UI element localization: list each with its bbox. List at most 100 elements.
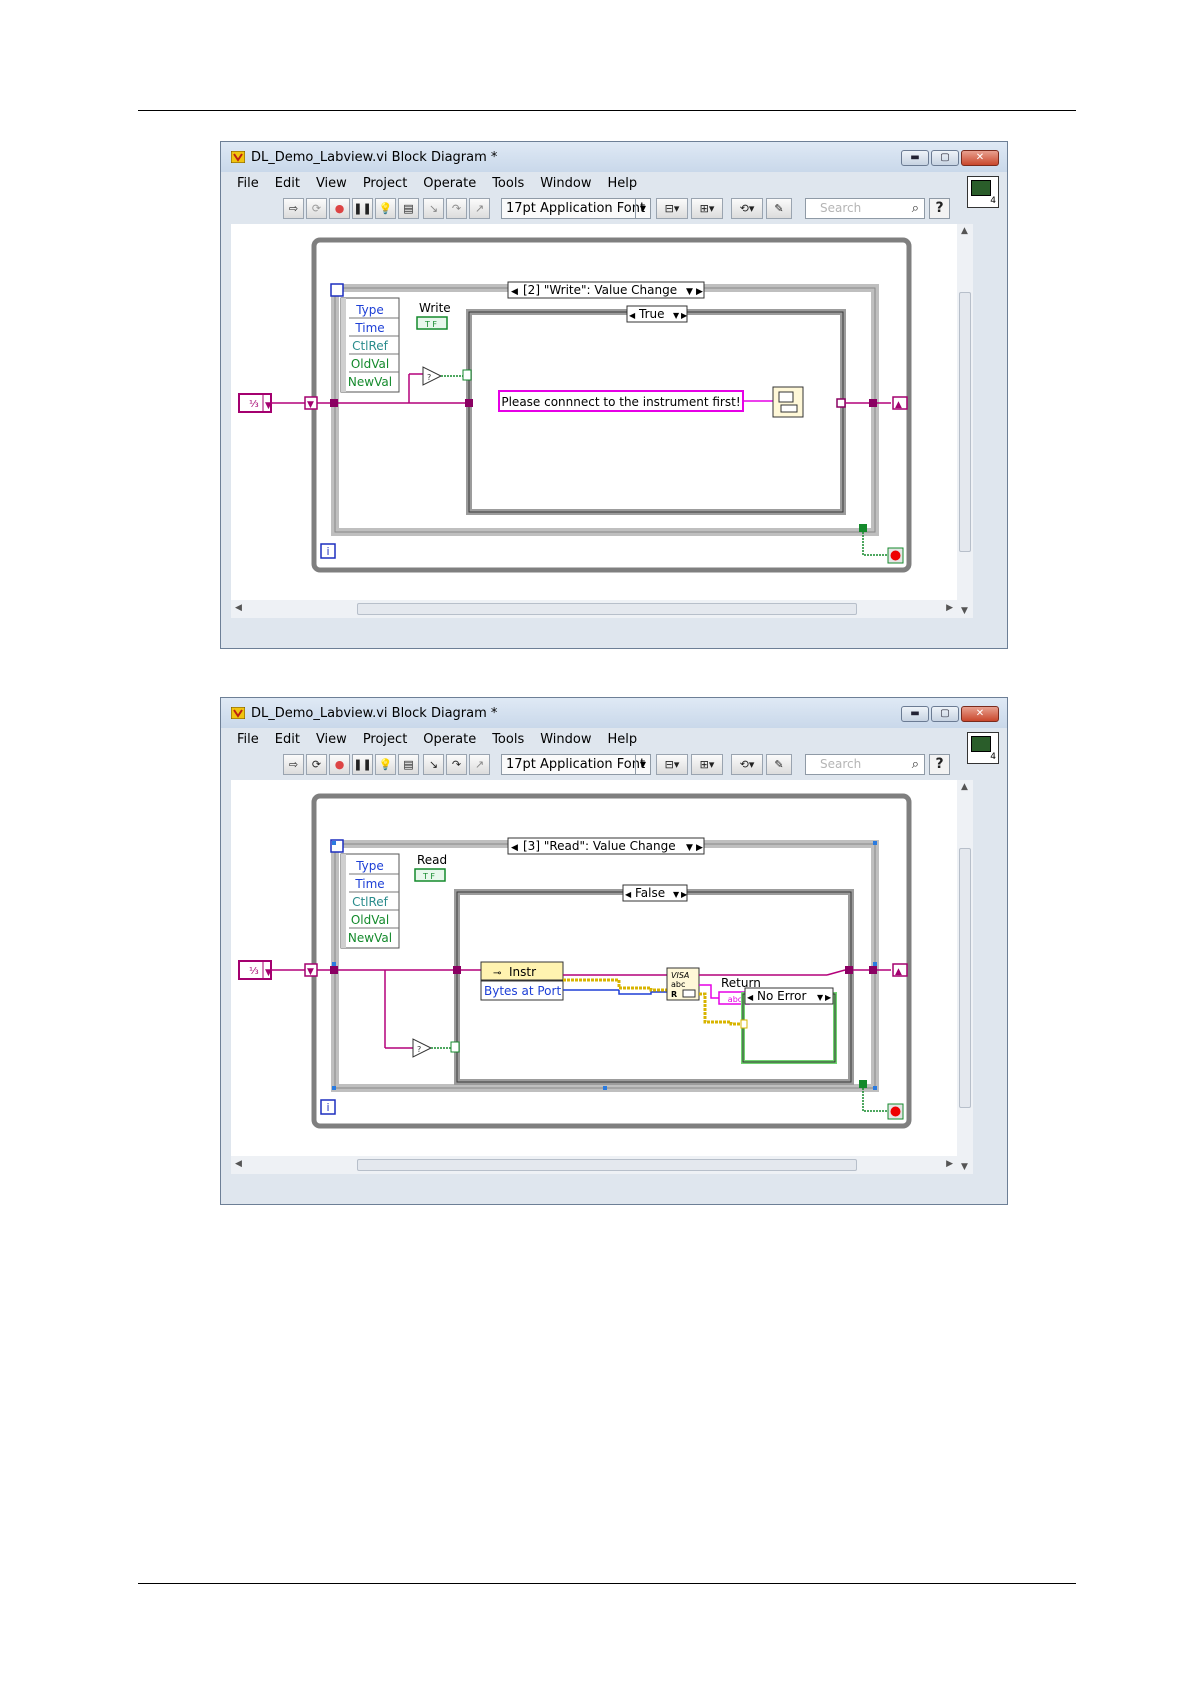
event-next-icon[interactable]: ▶ xyxy=(696,843,703,853)
menu-file[interactable]: File xyxy=(237,176,259,191)
scroll-up-icon[interactable]: ▲ xyxy=(961,226,968,236)
maximize-button[interactable]: ▢ xyxy=(931,150,959,166)
scroll-up-icon[interactable]: ▲ xyxy=(961,782,968,792)
selection-handle[interactable] xyxy=(603,1086,607,1090)
close-button[interactable]: ✕ xyxy=(961,150,999,166)
retain-wire-values-icon[interactable]: ▤ xyxy=(398,198,419,219)
diagram-canvas[interactable]: i [2] "Write": Value Change ◀ ▼ ▶ Type T… xyxy=(231,224,957,600)
case-dropdown-icon[interactable]: ▼ xyxy=(673,890,680,899)
run-continuous-icon[interactable]: ⟳ xyxy=(306,198,327,219)
menu-help[interactable]: Help xyxy=(607,176,638,191)
menu-project[interactable]: Project xyxy=(362,732,408,747)
vertical-scrollbar[interactable]: ▲▼ xyxy=(957,780,973,1174)
scroll-down-icon[interactable]: ▼ xyxy=(961,606,968,616)
font-selector[interactable]: 17pt Application Font▼ xyxy=(501,198,651,219)
highlight-execution-icon[interactable]: 💡 xyxy=(375,198,396,219)
search-input[interactable]: Search⌕ xyxy=(805,198,925,219)
vertical-scrollbar[interactable]: ▲▼ xyxy=(957,224,973,618)
vi-connector-icon[interactable]: 4 xyxy=(967,732,999,764)
context-help-button[interactable]: ? xyxy=(929,198,950,219)
selection-handle[interactable] xyxy=(873,841,877,845)
font-selector[interactable]: 17pt Application Font▼ xyxy=(501,754,651,775)
error-case-dropdown-icon[interactable]: ▼ xyxy=(817,993,824,1002)
step-out-icon[interactable]: ↗ xyxy=(469,754,490,775)
case-dropdown-icon[interactable]: ▼ xyxy=(673,311,680,320)
menu-project[interactable]: Project xyxy=(362,176,408,191)
event-prev-icon[interactable]: ◀ xyxy=(511,287,518,297)
menu-operate[interactable]: Operate xyxy=(423,732,477,747)
cleanup-diagram-icon[interactable]: ✎ xyxy=(766,754,792,775)
menu-edit[interactable]: Edit xyxy=(274,176,300,191)
menu-view[interactable]: View xyxy=(315,732,347,747)
search-input[interactable]: Search⌕ xyxy=(805,754,925,775)
step-into-icon[interactable]: ↘ xyxy=(423,198,444,219)
align-objects-icon[interactable]: ⊟▾ xyxy=(656,754,688,775)
run-continuous-icon[interactable]: ⟳ xyxy=(306,754,327,775)
retain-wire-values-icon[interactable]: ▤ xyxy=(398,754,419,775)
close-button[interactable]: ✕ xyxy=(961,706,999,722)
while-loop[interactable] xyxy=(311,793,912,1129)
reorder-icon[interactable]: ⟲▾ xyxy=(731,754,763,775)
search-icon[interactable]: ⌕ xyxy=(911,201,919,216)
selection-handle[interactable] xyxy=(873,1086,877,1090)
selection-handle[interactable] xyxy=(332,962,336,966)
step-into-icon[interactable]: ↘ xyxy=(423,754,444,775)
read-boolean-terminal[interactable] xyxy=(414,868,446,882)
menu-help[interactable]: Help xyxy=(607,732,638,747)
run-arrow-icon[interactable]: ⇨ xyxy=(283,754,304,775)
selection-handle[interactable] xyxy=(873,962,877,966)
menu-operate[interactable]: Operate xyxy=(423,176,477,191)
menu-tools[interactable]: Tools xyxy=(492,732,525,747)
menu-file[interactable]: File xyxy=(237,732,259,747)
case-prev-icon[interactable]: ◀ xyxy=(625,890,632,899)
pause-icon[interactable]: ❚❚ xyxy=(352,198,373,219)
event-selector[interactable] xyxy=(507,281,705,299)
horizontal-scrollbar[interactable]: ◀▶ xyxy=(231,600,957,618)
minimize-button[interactable]: ▬ xyxy=(901,706,929,722)
step-over-icon[interactable]: ↷ xyxy=(446,754,467,775)
step-over-icon[interactable]: ↷ xyxy=(446,198,467,219)
diagram-canvas[interactable]: i [3] "Read": Value Change ◀ ▼ ▶ Type Ti… xyxy=(231,780,957,1156)
selection-handle[interactable] xyxy=(332,841,336,845)
error-case-selector[interactable] xyxy=(744,987,834,1005)
case-selector[interactable] xyxy=(626,305,688,323)
menu-window[interactable]: Window xyxy=(540,176,592,191)
error-case-next-icon[interactable]: ▶ xyxy=(825,993,832,1002)
menu-edit[interactable]: Edit xyxy=(274,732,300,747)
write-boolean-terminal[interactable] xyxy=(416,316,448,330)
vi-connector-icon[interactable]: 4 xyxy=(967,176,999,208)
not-a-refnum-function[interactable] xyxy=(422,366,443,386)
distribute-objects-icon[interactable]: ⊞▾ xyxy=(691,198,723,219)
align-objects-icon[interactable]: ⊟▾ xyxy=(656,198,688,219)
error-case-prev-icon[interactable]: ◀ xyxy=(747,993,754,1002)
event-next-icon[interactable]: ▶ xyxy=(696,287,703,297)
selection-handle[interactable] xyxy=(332,1086,336,1090)
scroll-right-icon[interactable]: ▶ xyxy=(946,1159,953,1169)
maximize-button[interactable]: ▢ xyxy=(931,706,959,722)
scroll-right-icon[interactable]: ▶ xyxy=(946,603,953,613)
scroll-left-icon[interactable]: ◀ xyxy=(235,1159,242,1169)
vertical-scroll-thumb[interactable] xyxy=(959,292,971,552)
event-dropdown-icon[interactable]: ▼ xyxy=(686,843,693,853)
highlight-execution-icon[interactable]: 💡 xyxy=(375,754,396,775)
horizontal-scrollbar[interactable]: ◀▶ xyxy=(231,1156,957,1174)
event-prev-icon[interactable]: ◀ xyxy=(511,843,518,853)
case-prev-icon[interactable]: ◀ xyxy=(629,311,636,320)
context-help-button[interactable]: ? xyxy=(929,754,950,775)
pause-icon[interactable]: ❚❚ xyxy=(352,754,373,775)
not-a-refnum-function[interactable] xyxy=(412,1038,433,1058)
menu-window[interactable]: Window xyxy=(540,732,592,747)
event-selector[interactable] xyxy=(507,837,705,855)
vertical-scroll-thumb[interactable] xyxy=(959,848,971,1108)
cleanup-diagram-icon[interactable]: ✎ xyxy=(766,198,792,219)
abort-icon[interactable]: ● xyxy=(329,198,350,219)
distribute-objects-icon[interactable]: ⊞▾ xyxy=(691,754,723,775)
step-out-icon[interactable]: ↗ xyxy=(469,198,490,219)
scroll-down-icon[interactable]: ▼ xyxy=(961,1162,968,1172)
search-icon[interactable]: ⌕ xyxy=(911,757,919,772)
case-selector[interactable] xyxy=(622,884,688,902)
horizontal-scroll-thumb[interactable] xyxy=(357,1159,857,1171)
case-next-icon[interactable]: ▶ xyxy=(681,311,688,320)
menu-tools[interactable]: Tools xyxy=(492,176,525,191)
event-dropdown-icon[interactable]: ▼ xyxy=(686,287,693,297)
